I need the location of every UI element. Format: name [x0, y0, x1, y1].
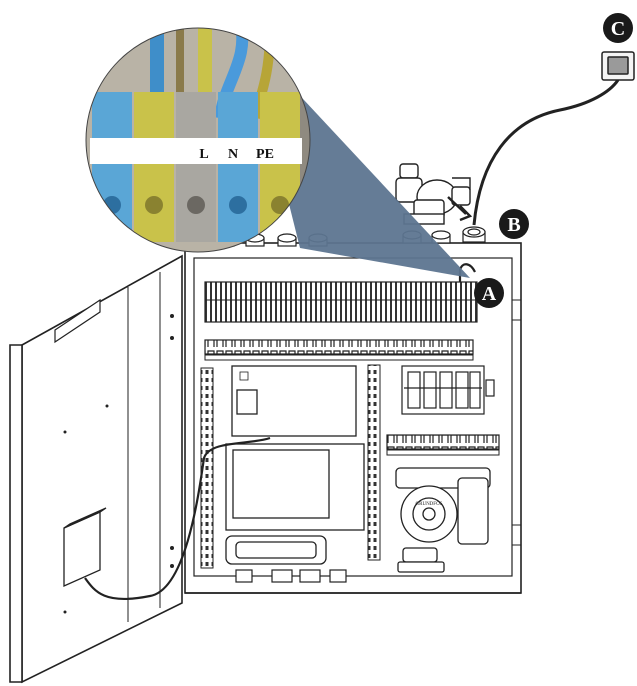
cable-glands-bottom	[236, 570, 346, 582]
power-plug-c	[602, 52, 634, 80]
callout-a-label: A	[482, 283, 497, 305]
supply-cable-c	[474, 80, 618, 225]
terminal-strip-upper	[205, 282, 477, 322]
terminal-label-l: L	[199, 147, 208, 162]
callout-b: B	[499, 209, 529, 239]
callout-c-label: C	[611, 18, 625, 40]
terminal-label-pe: PE	[256, 147, 274, 162]
pump-brand-label: GRUNDFOS	[416, 502, 443, 507]
bottom-connector-bar	[226, 536, 326, 564]
cable-gland-b	[463, 227, 485, 242]
callout-b-label: B	[507, 214, 520, 236]
callout-a: A	[474, 278, 504, 308]
callout-c: C	[603, 13, 633, 43]
relay-block	[402, 366, 494, 414]
cabinet-door	[10, 256, 182, 682]
terminal-label-n: N	[228, 147, 238, 162]
din-rail-middle	[205, 340, 473, 360]
mounting-rail-right	[368, 365, 380, 560]
terminal-zoom-view	[80, 20, 320, 270]
controller-board	[232, 366, 356, 436]
din-rail-lower	[387, 435, 499, 455]
power-supply-box	[226, 444, 364, 530]
